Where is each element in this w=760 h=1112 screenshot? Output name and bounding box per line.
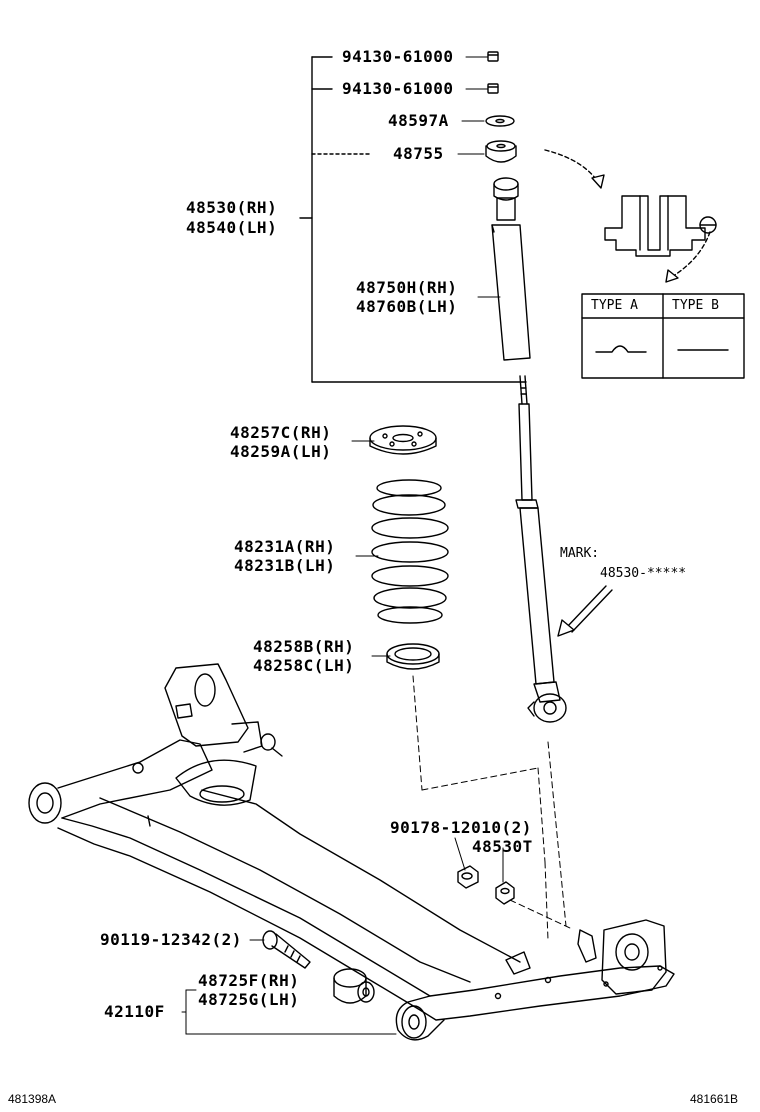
part-label-48258b-rh: 48258B(RH) xyxy=(253,637,355,656)
detail-arrow xyxy=(544,149,711,283)
part-label-48597a: 48597A xyxy=(388,111,449,130)
part-label-90178-12010: 90178-12010(2) xyxy=(390,818,532,837)
mark-label: MARK: xyxy=(560,546,600,561)
part-label-42110f: 42110F xyxy=(104,1002,165,1021)
coil-spring xyxy=(371,479,449,624)
part-label-90119-12342: 90119-12342(2) xyxy=(100,930,242,949)
nut-90178-icon xyxy=(457,865,479,889)
mount-detail-icon xyxy=(604,195,717,257)
part-label-48725f-rh: 48725F(RH) xyxy=(198,971,300,990)
part-label-48259a-lh: 48259A(LH) xyxy=(230,442,332,461)
assembly-guide-lines xyxy=(412,675,571,941)
assembly-bracket xyxy=(299,56,521,383)
part-label-48755: 48755 xyxy=(393,144,444,163)
mark-value: 48530-***** xyxy=(600,566,687,581)
part-label-48231a-rh: 48231A(RH) xyxy=(234,537,336,556)
shock-absorber-lower xyxy=(515,375,567,723)
lower-spring-seat xyxy=(386,643,440,670)
type-a-profile xyxy=(595,345,647,353)
bushing-icon xyxy=(485,140,517,163)
washer-icon xyxy=(485,115,515,127)
part-label-48750h-rh: 48750H(RH) xyxy=(356,278,458,297)
part-label-94130-61000-a: 94130-61000 xyxy=(342,47,454,66)
upper-spring-seat xyxy=(369,425,437,455)
footer-right-code: 481661B xyxy=(690,1092,739,1106)
collar-48530t-icon xyxy=(495,881,515,905)
part-label-48725g-lh: 48725G(LH) xyxy=(198,990,300,1009)
part-label-94130-61000-b: 94130-61000 xyxy=(342,79,454,98)
shock-absorber-upper xyxy=(491,177,531,361)
mark-arrow xyxy=(557,585,613,637)
axle-beam-42110f xyxy=(28,663,675,1041)
type-a-header: TYPE A xyxy=(591,298,638,313)
part-label-48530-rh: 48530(RH) xyxy=(186,198,278,217)
part-label-48760b-lh: 48760B(LH) xyxy=(356,297,458,316)
type-table xyxy=(581,293,745,379)
bushing-48725-icon xyxy=(333,968,375,1004)
type-b-header: TYPE B xyxy=(672,298,719,313)
nut-icon xyxy=(487,83,499,94)
nut-icon xyxy=(487,51,499,62)
part-label-48257c-rh: 48257C(RH) xyxy=(230,423,332,442)
part-label-48258c-lh: 48258C(LH) xyxy=(253,656,355,675)
part-label-48530t: 48530T xyxy=(472,837,533,856)
bolt-90119-icon xyxy=(262,930,311,969)
footer-left-code: 481398A xyxy=(8,1092,57,1106)
part-label-48231b-lh: 48231B(LH) xyxy=(234,556,336,575)
part-label-48540-lh: 48540(LH) xyxy=(186,218,278,237)
